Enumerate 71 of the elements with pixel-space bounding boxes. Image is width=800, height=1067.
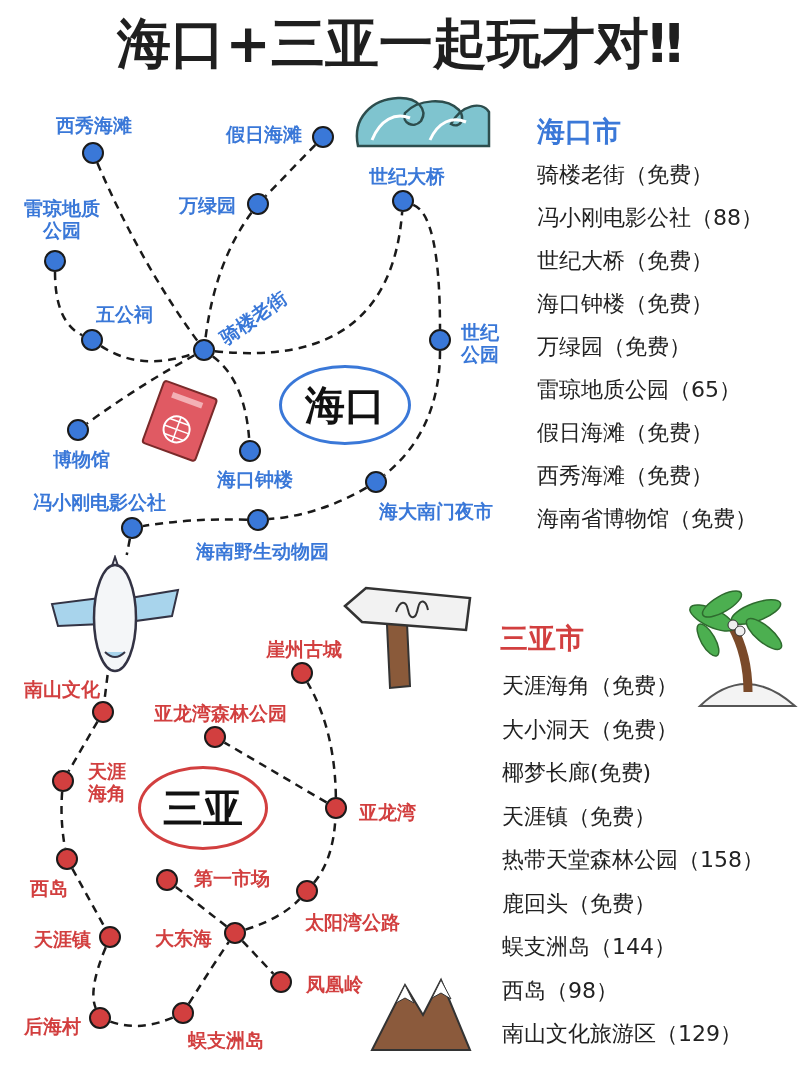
city-ellipse: 三亚 xyxy=(138,766,268,850)
place-label: 亚龙湾 xyxy=(358,802,416,824)
attraction-price-item: 天涯海角（免费） xyxy=(502,672,678,700)
place-label: 蜈支洲岛 xyxy=(188,1030,264,1052)
dashed-route-line xyxy=(264,144,317,197)
attraction-price-item: 大小洞天（免费） xyxy=(502,715,678,744)
place-label: 崖州古城 xyxy=(266,639,342,661)
dashed-route-line xyxy=(412,203,442,329)
dashed-route-line xyxy=(86,354,195,425)
attraction-price-item: 天涯镇（免费） xyxy=(502,802,656,831)
dashed-route-line xyxy=(306,681,338,798)
place-label: 大东海 xyxy=(154,928,212,950)
attraction-price-item: 西秀海滩（免费） xyxy=(537,462,713,490)
dashed-route-line xyxy=(92,946,107,1009)
dashed-route-line xyxy=(142,518,248,528)
place-label: 万绿园 xyxy=(178,195,236,217)
attraction-price-item: 海南省博物馆（免费） xyxy=(537,505,757,533)
place-label: 南山文化 xyxy=(24,679,100,701)
place-label: 五公祠 xyxy=(95,304,153,326)
dashed-route-line xyxy=(96,162,199,342)
place-label: 博物馆 xyxy=(52,449,110,471)
attraction-price-item: 热带天堂森林公园（158） xyxy=(502,846,764,874)
place-label: 西岛 xyxy=(30,878,68,900)
attraction-price-item: 海口钟楼（免费） xyxy=(537,290,713,318)
place-label: 太阳湾公路 xyxy=(304,912,400,934)
place-label: 天涯海角 xyxy=(88,761,126,805)
dashed-route-line xyxy=(214,211,404,355)
place-label: 天涯镇 xyxy=(33,929,91,951)
attraction-price-item: 西岛（98） xyxy=(502,976,618,1005)
place-label: 西秀海滩 xyxy=(56,115,132,137)
place-label: 海大南门夜市 xyxy=(379,501,493,523)
attraction-price-item: 南山文化旅游区（129） xyxy=(502,1020,742,1048)
dashed-route-line xyxy=(110,1016,174,1028)
dashed-route-line xyxy=(245,898,301,931)
place-label: 雷琼地质公园 xyxy=(24,198,100,242)
attraction-price-item: 万绿园（免费） xyxy=(537,333,691,361)
place-label: 世纪大桥 xyxy=(369,166,445,188)
place-label: 海口钟楼 xyxy=(217,469,293,491)
dashed-route-line xyxy=(187,941,230,1005)
attraction-price-item: 蜈支洲岛（144） xyxy=(502,933,676,961)
title: 海口+三亚一起玩才对‼ xyxy=(115,11,684,77)
attraction-price-item: 骑楼老街（免费） xyxy=(537,161,713,189)
place-label: 凤凰岭 xyxy=(305,974,363,996)
attraction-price-item: 假日海滩（免费） xyxy=(537,419,713,447)
city-ellipse: 海口 xyxy=(279,365,411,445)
place-label: 后海村 xyxy=(23,1016,81,1038)
city-heading: 三亚市 xyxy=(500,621,584,657)
place-label: 骑楼老街 xyxy=(216,287,292,349)
dashed-route-line xyxy=(67,720,99,773)
attraction-price-item: 世纪大桥（免费） xyxy=(537,247,713,275)
dashed-route-line xyxy=(223,741,328,804)
dashed-route-line xyxy=(174,885,228,928)
dashed-route-line xyxy=(268,486,368,521)
dashed-route-line xyxy=(125,538,132,556)
place-label: 亚龙湾森林公园 xyxy=(153,703,287,725)
dashed-route-line xyxy=(53,271,83,337)
place-label: 海南野生动物园 xyxy=(195,541,329,563)
dashed-route-line xyxy=(212,355,251,441)
place-label: 世纪公园 xyxy=(461,322,499,366)
dashed-route-line xyxy=(241,940,275,975)
place-label: 第一市场 xyxy=(194,868,270,890)
attraction-price-item: 雷琼地质公园（65） xyxy=(537,376,741,404)
attraction-price-item: 鹿回头（免费） xyxy=(502,889,656,918)
place-label: 冯小刚电影公社 xyxy=(32,492,166,514)
airplane-drawing xyxy=(50,555,180,675)
dashed-route-line xyxy=(71,868,106,928)
attraction-price-item: 冯小刚电影公社（88） xyxy=(537,204,763,232)
city-heading: 海口市 xyxy=(537,114,621,150)
dashed-route-line xyxy=(204,212,253,340)
place-label: 假日海滩 xyxy=(226,124,302,146)
attraction-price-item: 椰梦长廊(免费) xyxy=(502,759,652,787)
